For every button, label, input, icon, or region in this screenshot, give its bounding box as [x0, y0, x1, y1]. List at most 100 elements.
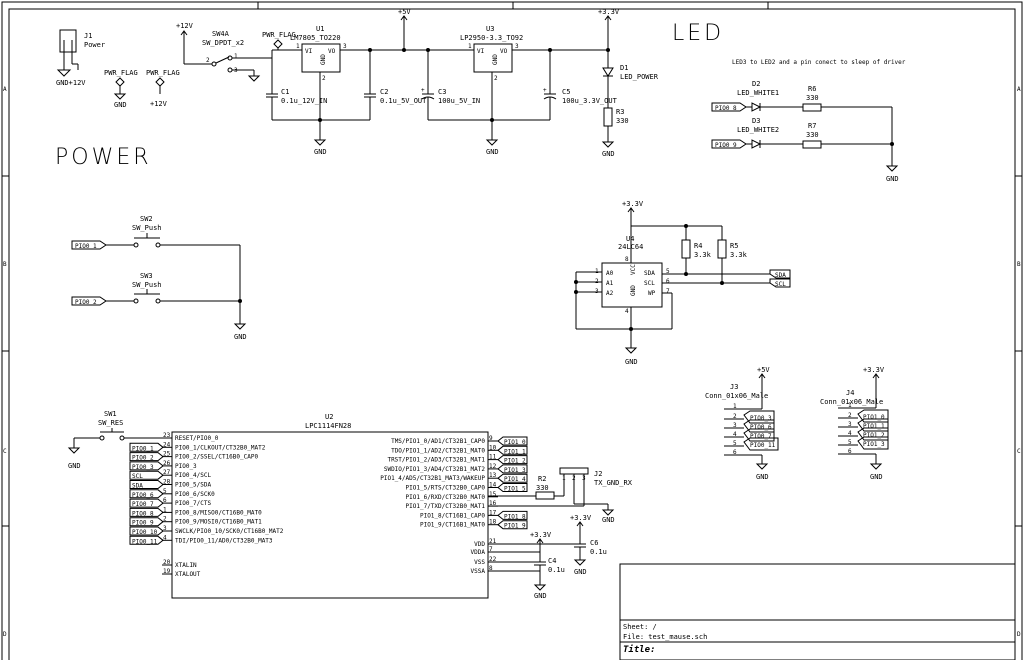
mcu-pin-number: 10	[489, 444, 497, 451]
button-sw3: PIO0_2 SW3 SW_Push	[71, 272, 240, 306]
net-label-shape	[497, 483, 528, 492]
svg-text:C3: C3	[438, 88, 446, 96]
svg-text:SW_Push: SW_Push	[132, 281, 162, 289]
net-label-shape	[497, 510, 528, 520]
net-label-shape	[497, 520, 528, 530]
svg-text:+3.3V: +3.3V	[570, 514, 592, 522]
eeprom-u4: +3.3V U4 24LC64 8 VCC GND 4 GND	[575, 200, 722, 366]
mcu-pin-number: 22	[489, 556, 497, 563]
led-d2-branch: PIO0_8 D2 LED_WHITE1 R6 330	[711, 80, 892, 112]
led-gnd-label: GND	[886, 175, 899, 183]
mcu-pin-number: 14	[489, 482, 497, 489]
pullup-r4: R4 3.3k	[681, 226, 712, 274]
mcu-pin-name: PIO1_4/AD5/CT32B1_MAT3/WAKEUP	[380, 475, 485, 482]
svg-text:6: 6	[848, 448, 852, 455]
mcu-pin-number: 13	[489, 472, 497, 479]
buttons-gnd-label: GND	[234, 333, 247, 341]
svg-text:2: 2	[572, 475, 576, 482]
svg-text:1: 1	[848, 402, 852, 409]
svg-text:2: 2	[494, 75, 498, 82]
net-label-shape	[129, 535, 164, 545]
svg-text:R5: R5	[730, 242, 738, 250]
svg-text:6: 6	[733, 449, 737, 456]
svg-text:J1: J1	[84, 32, 92, 40]
net-label: PIO1_0	[504, 439, 526, 446]
net-label: PIO1_9	[504, 523, 526, 530]
mcu-pin-number: 26	[163, 460, 171, 467]
svg-text:PIO0_1: PIO0_1	[75, 243, 97, 250]
svg-text:GND: GND	[320, 54, 327, 65]
mcu-pin-number: 7	[489, 546, 493, 553]
mcu-pin-number: 4	[163, 534, 167, 541]
net-label: SCL	[132, 473, 143, 480]
svg-text:+: +	[543, 87, 547, 94]
svg-text:SW_Push: SW_Push	[132, 224, 162, 232]
mcu-pin-name: PIO1_5/RTS/CT32B0_CAP0	[406, 485, 486, 492]
mcu-pin-number: 23	[163, 432, 171, 439]
svg-text:1: 1	[562, 475, 566, 482]
net-label: PIO1_5	[504, 486, 526, 493]
svg-text:C5: C5	[562, 88, 570, 96]
svg-text:2: 2	[733, 413, 737, 420]
svg-text:5: 5	[733, 440, 737, 447]
mcu-pin-number: 3	[163, 525, 167, 532]
svg-text:3.3k: 3.3k	[694, 251, 712, 259]
svg-text:0.1u_12V_IN: 0.1u_12V_IN	[281, 97, 327, 105]
mcu-pin-name: TMS/PIO1_0/AD1/CT32B1_CAP0	[391, 438, 485, 445]
led-d1: D1 LED_POWER	[602, 50, 659, 108]
eeprom-bus-labels: SDA SCL	[769, 269, 791, 288]
frame-row-b-right: B	[1017, 261, 1021, 268]
svg-text:TX_GND_RX: TX_GND_RX	[594, 479, 633, 487]
mcu-u2-body: U2 LPC1114FN28	[171, 413, 489, 599]
svg-text:4: 4	[625, 308, 629, 315]
svg-text:LM7805_TO220: LM7805_TO220	[290, 34, 341, 42]
svg-text:GND: GND	[630, 285, 637, 296]
mcu-pin-number: 20	[163, 559, 171, 566]
svg-text:A2: A2	[606, 290, 614, 297]
svg-text:PWR_FLAG: PWR_FLAG	[146, 69, 180, 77]
switch-sw4a: SW4A SW_DPDT_x2 2 1 3	[183, 30, 272, 82]
svg-text:GND: GND	[534, 592, 547, 600]
mcu-pin-name: PIO0_6/SCK0	[175, 491, 215, 498]
cap-c1: C1 0.1u_12V_IN	[266, 58, 327, 120]
svg-text:SW_DPDT_x2: SW_DPDT_x2	[202, 39, 244, 47]
net-label: PIO1_3	[504, 467, 526, 474]
mcu-pin-name: PIO0_8/MISO0/CT16B0_MAT0	[175, 509, 262, 516]
svg-text:SCL: SCL	[775, 281, 786, 288]
mcu-pin-number: 12	[489, 463, 497, 470]
svg-text:+12V: +12V	[176, 22, 194, 30]
net-label: PIO1_2	[504, 458, 526, 465]
svg-text:SW1: SW1	[104, 410, 117, 418]
svg-text:VCC: VCC	[630, 264, 637, 275]
mcu-pin-number: 19	[163, 568, 171, 575]
net-label: PIO0_6	[132, 492, 154, 499]
svg-text:GND: GND	[602, 150, 615, 158]
mcu-pin-name: RESET/PIO0_0	[175, 435, 219, 442]
svg-text:+3.3V: +3.3V	[530, 531, 552, 539]
net-label: PIO0_11	[132, 538, 158, 545]
net-label-shape	[129, 498, 164, 508]
svg-text:GND: GND	[68, 462, 81, 470]
mcu-pin-name: PIO0_9/MOSI0/CT16B0_MAT1	[175, 519, 262, 526]
svg-text:A1: A1	[606, 280, 614, 287]
led-note: LED3 to LED2 and a pin conect to sleep o…	[732, 59, 906, 66]
net-label: PIO0_7	[132, 501, 154, 508]
mcu-pin-number: 8	[489, 565, 493, 572]
svg-text:GND+12V: GND+12V	[56, 79, 86, 87]
svg-text:PIO1_3: PIO1_3	[863, 441, 885, 448]
mcu-pin-name: PIO0_7/CTS	[175, 500, 212, 507]
net-label-shape	[129, 480, 164, 489]
net-label-shape	[129, 452, 164, 462]
mcu-pin-name: PIO0_1/CLKOUT/CT32B0_MAT2	[175, 444, 266, 451]
svg-text:100u_3.3V_OUT: 100u_3.3V_OUT	[562, 97, 618, 105]
svg-text:PIO0_9: PIO0_9	[715, 142, 737, 149]
rail-12v-switch: +12V	[176, 22, 194, 55]
mcu-pin-name: PIO0_3	[175, 463, 197, 470]
mcu-pin-number: 16	[489, 500, 497, 507]
svg-text:C1: C1	[281, 88, 289, 96]
mcu-pin-name: VSS	[474, 559, 485, 566]
net-label: PIO0_2	[132, 455, 154, 462]
svg-text:PIO1_2: PIO1_2	[863, 432, 885, 439]
